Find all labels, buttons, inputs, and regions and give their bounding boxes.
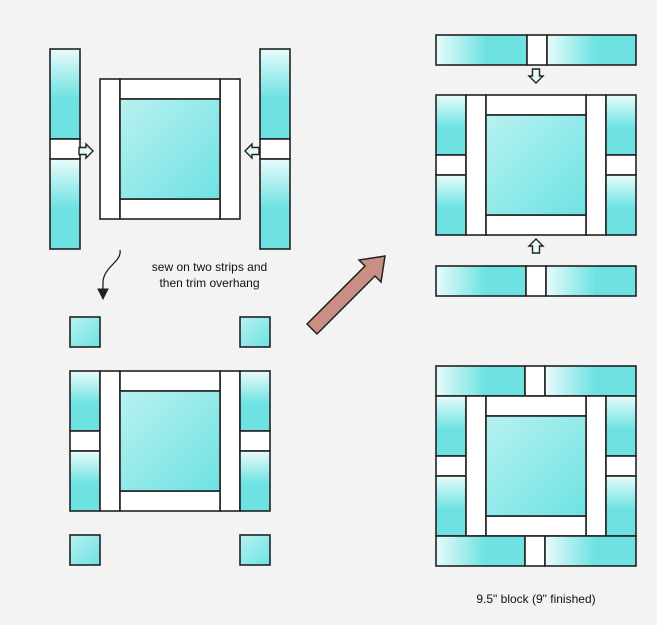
step1-left-pieced-strip-top-piece: [49, 48, 81, 140]
step3-up-pointing-arrow-icon: [527, 238, 545, 254]
step1-right-pieced-strip-bottom-piece: [259, 158, 291, 250]
step3-frame-right-strip: [585, 94, 607, 236]
step1-left-pieced-strip-bottom-piece: [49, 158, 81, 250]
step2-right-pieced-strip-connector: [239, 430, 271, 452]
step1-right-pieced-strip-top-piece: [259, 48, 291, 140]
step3-frame-top-strip: [485, 94, 587, 116]
finished-frame-top-strip: [485, 395, 587, 417]
step3-left-pieced-strip-bottom-piece: [435, 174, 467, 236]
finished-top-pieced-strip-left-piece: [435, 365, 526, 397]
step2-frame-left-strip: [99, 370, 121, 512]
step1-frame-right-strip: [219, 78, 241, 220]
step2-top-left-corner-square: [69, 316, 101, 348]
finished-frame-right-strip: [585, 395, 607, 537]
finished-right-pieced-strip-bottom-piece: [605, 475, 637, 537]
step1-left-pieced-strip-connector: [49, 138, 81, 160]
finished-top-pieced-strip-right-piece: [544, 365, 637, 397]
step3-frame-center-square: [485, 114, 587, 216]
curved-pointer-arrowhead-icon: [97, 288, 109, 301]
step2-left-pieced-strip-bottom-piece: [69, 450, 101, 512]
step3-top-pieced-strip-left-piece: [435, 34, 528, 66]
sewing-instruction-text: sew on two strips and then trim overhang: [151, 260, 268, 290]
step2-left-pieced-strip-connector: [69, 430, 101, 452]
step3-top-pieced-strip-connector: [526, 34, 548, 66]
finished-left-pieced-strip-top-piece: [435, 395, 467, 457]
step2-right-pieced-strip-top-piece: [239, 370, 271, 432]
step1-frame-left-strip: [99, 78, 121, 220]
step2-bottom-left-corner-square: [69, 534, 101, 566]
finished-bottom-pieced-strip-right-piece: [544, 535, 637, 567]
step3-bottom-pieced-strip-right-piece: [545, 265, 637, 297]
step2-frame-top-strip: [119, 370, 221, 392]
finished-right-pieced-strip-top-piece: [605, 395, 637, 457]
curved-pointer-line: [102, 249, 121, 292]
step3-frame-bottom-strip: [485, 214, 587, 236]
step3-right-pieced-strip-bottom-piece: [605, 174, 637, 236]
step1-right-pieced-strip-connector: [259, 138, 291, 160]
step3-right-pieced-strip-connector: [605, 154, 637, 176]
finished-frame-bottom-strip: [485, 515, 587, 537]
step3-down-pointing-arrow-icon: [527, 68, 545, 84]
step3-top-pieced-strip-right-piece: [546, 34, 637, 66]
step2-right-pieced-strip-bottom-piece: [239, 450, 271, 512]
finished-left-pieced-strip-connector: [435, 455, 467, 477]
step1-frame-bottom-strip: [119, 198, 221, 220]
step1-right-pointing-arrow-icon: [78, 142, 94, 160]
step1-frame-top-strip: [119, 78, 221, 100]
step3-bottom-pieced-strip-connector: [525, 265, 547, 297]
step3-left-pieced-strip-top-piece: [435, 94, 467, 156]
finished-frame-left-strip: [465, 395, 487, 537]
step2-left-pieced-strip-top-piece: [69, 370, 101, 432]
finished-right-pieced-strip-connector: [605, 455, 637, 477]
step2-top-right-corner-square: [239, 316, 271, 348]
finished-bottom-pieced-strip-left-piece: [435, 535, 526, 567]
finished-top-pieced-strip-connector: [524, 365, 546, 397]
step1-frame-center-square: [119, 98, 221, 200]
finished-block-caption: 9.5" block (9" finished): [476, 592, 596, 606]
step3-right-pieced-strip-top-piece: [605, 94, 637, 156]
finished-frame-center-square: [485, 415, 587, 517]
big-diagonal-arrow-icon: [305, 255, 386, 336]
step1-left-pointing-arrow-icon: [244, 142, 260, 160]
step3-frame-left-strip: [465, 94, 487, 236]
finished-bottom-pieced-strip-connector: [524, 535, 546, 567]
step3-bottom-pieced-strip-left-piece: [435, 265, 527, 297]
finished-left-pieced-strip-bottom-piece: [435, 475, 467, 537]
step2-frame-right-strip: [219, 370, 241, 512]
step2-frame-center-square: [119, 390, 221, 492]
step2-bottom-right-corner-square: [239, 534, 271, 566]
step3-left-pieced-strip-connector: [435, 154, 467, 176]
step2-frame-bottom-strip: [119, 490, 221, 512]
